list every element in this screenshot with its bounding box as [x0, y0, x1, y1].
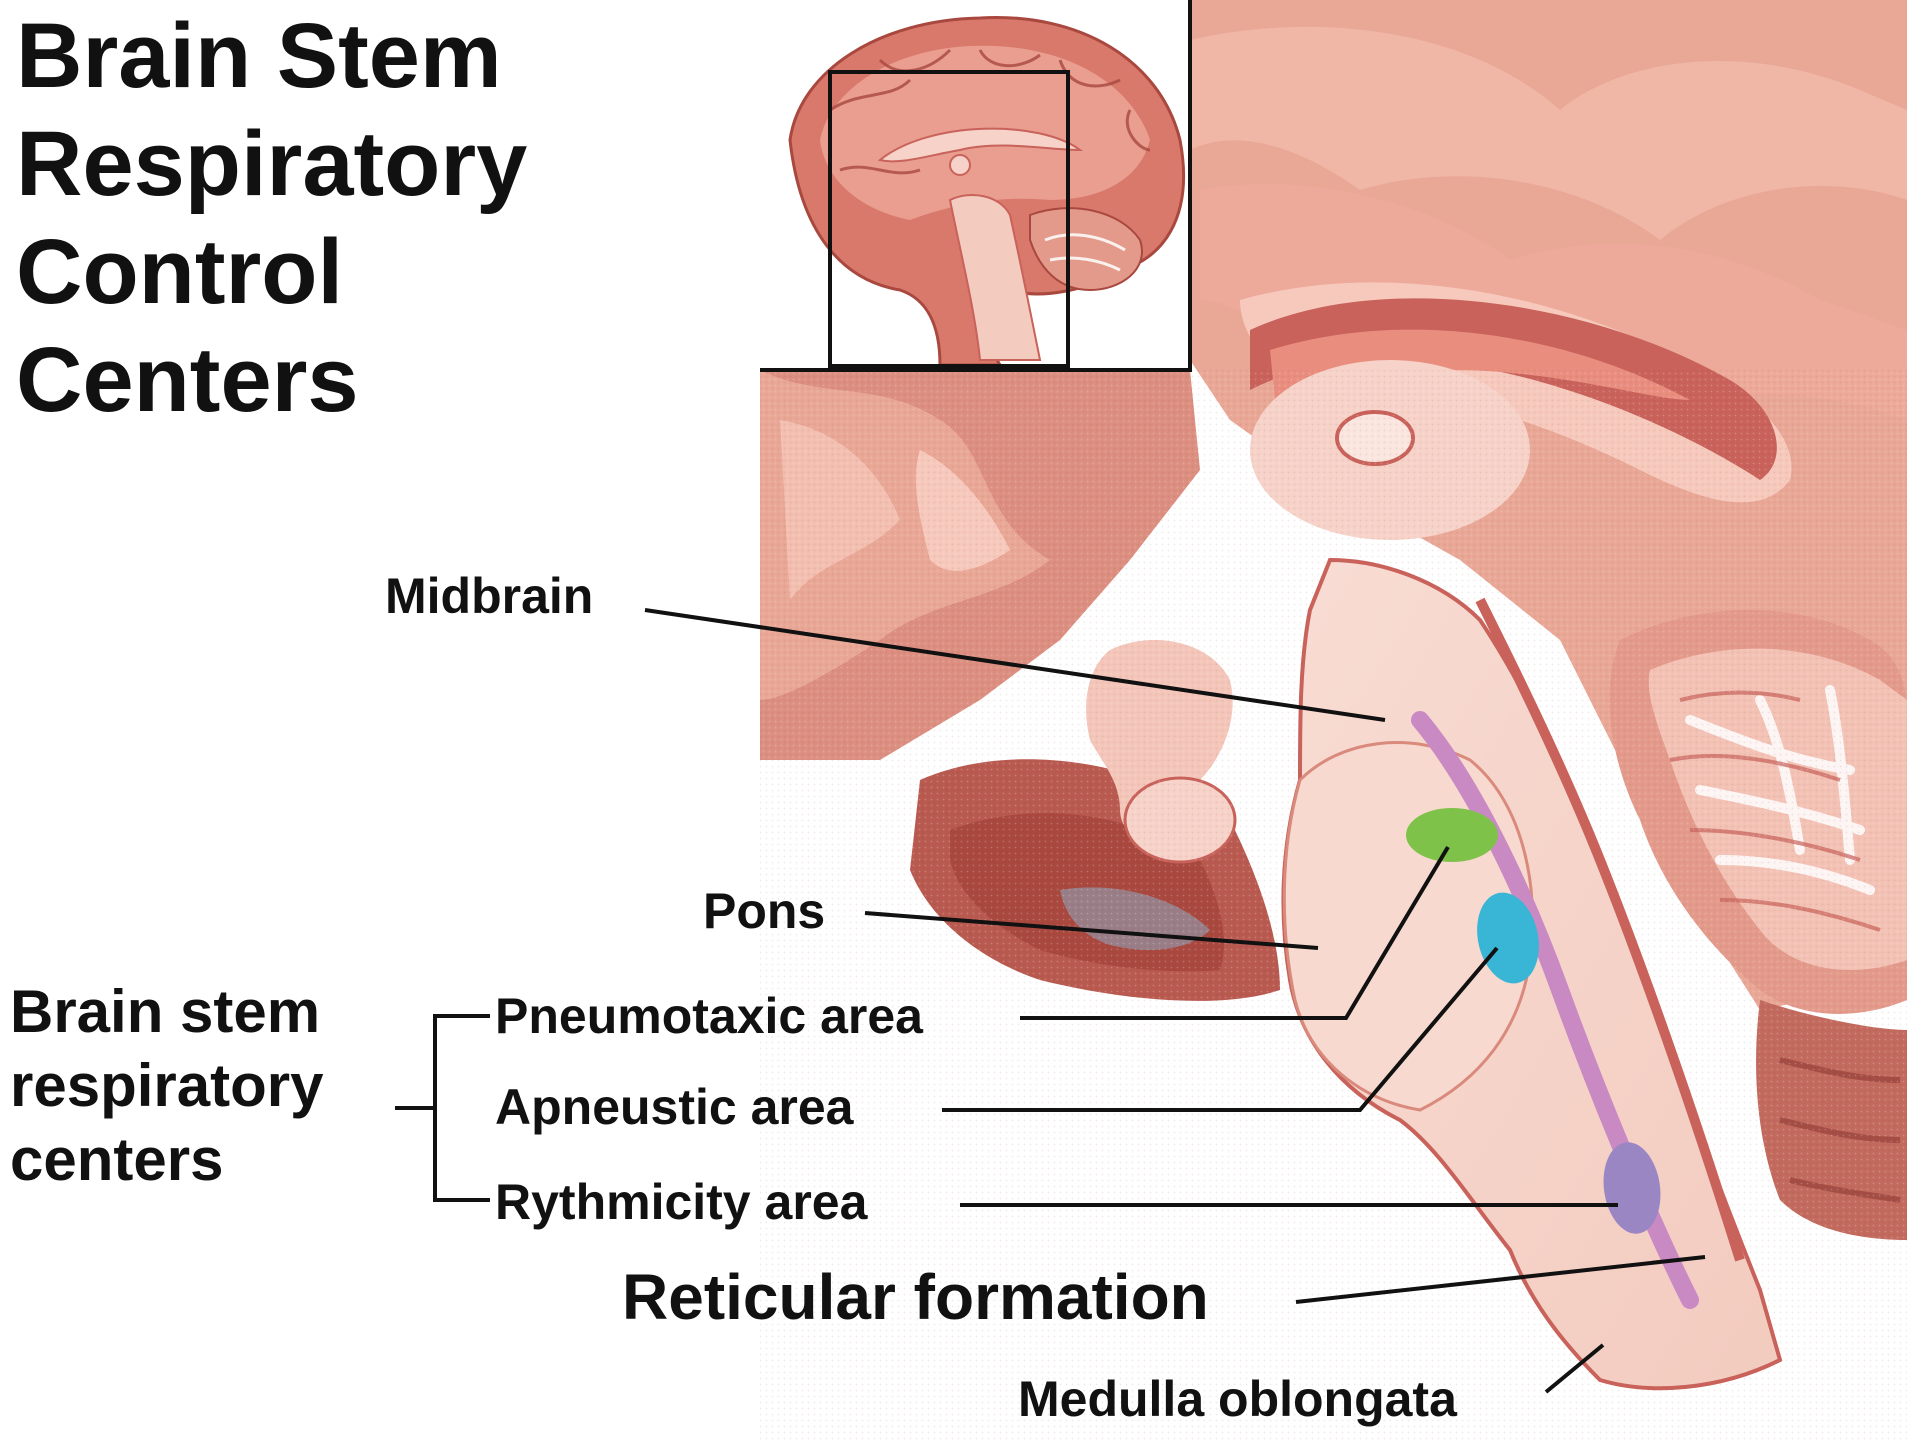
reticular-formation-label: Reticular formation: [622, 1265, 1209, 1329]
title-line-1: Brain Stem: [16, 10, 502, 102]
group-bracket: [435, 1016, 490, 1200]
group-label-line-2: respiratory: [10, 1056, 323, 1116]
group-label-line-1: Brain stem: [10, 982, 320, 1042]
title-line-2: Respiratory: [16, 118, 527, 210]
apneustic-label: Apneustic area: [495, 1082, 853, 1132]
pneumotaxic-area-marker: [1406, 808, 1498, 862]
title-line-4: Centers: [16, 334, 359, 426]
pneumotaxic-label: Pneumotaxic area: [495, 991, 923, 1041]
inset-brain-thumbnail: [760, 0, 1190, 370]
title-line-3: Control: [16, 226, 343, 318]
medulla-oblongata-label: Medulla oblongata: [1018, 1374, 1457, 1424]
rhythmicity-label: Rythmicity area: [495, 1177, 867, 1227]
group-label-line-3: centers: [10, 1130, 223, 1190]
midbrain-label: Midbrain: [385, 571, 593, 621]
pons-label: Pons: [703, 886, 825, 936]
